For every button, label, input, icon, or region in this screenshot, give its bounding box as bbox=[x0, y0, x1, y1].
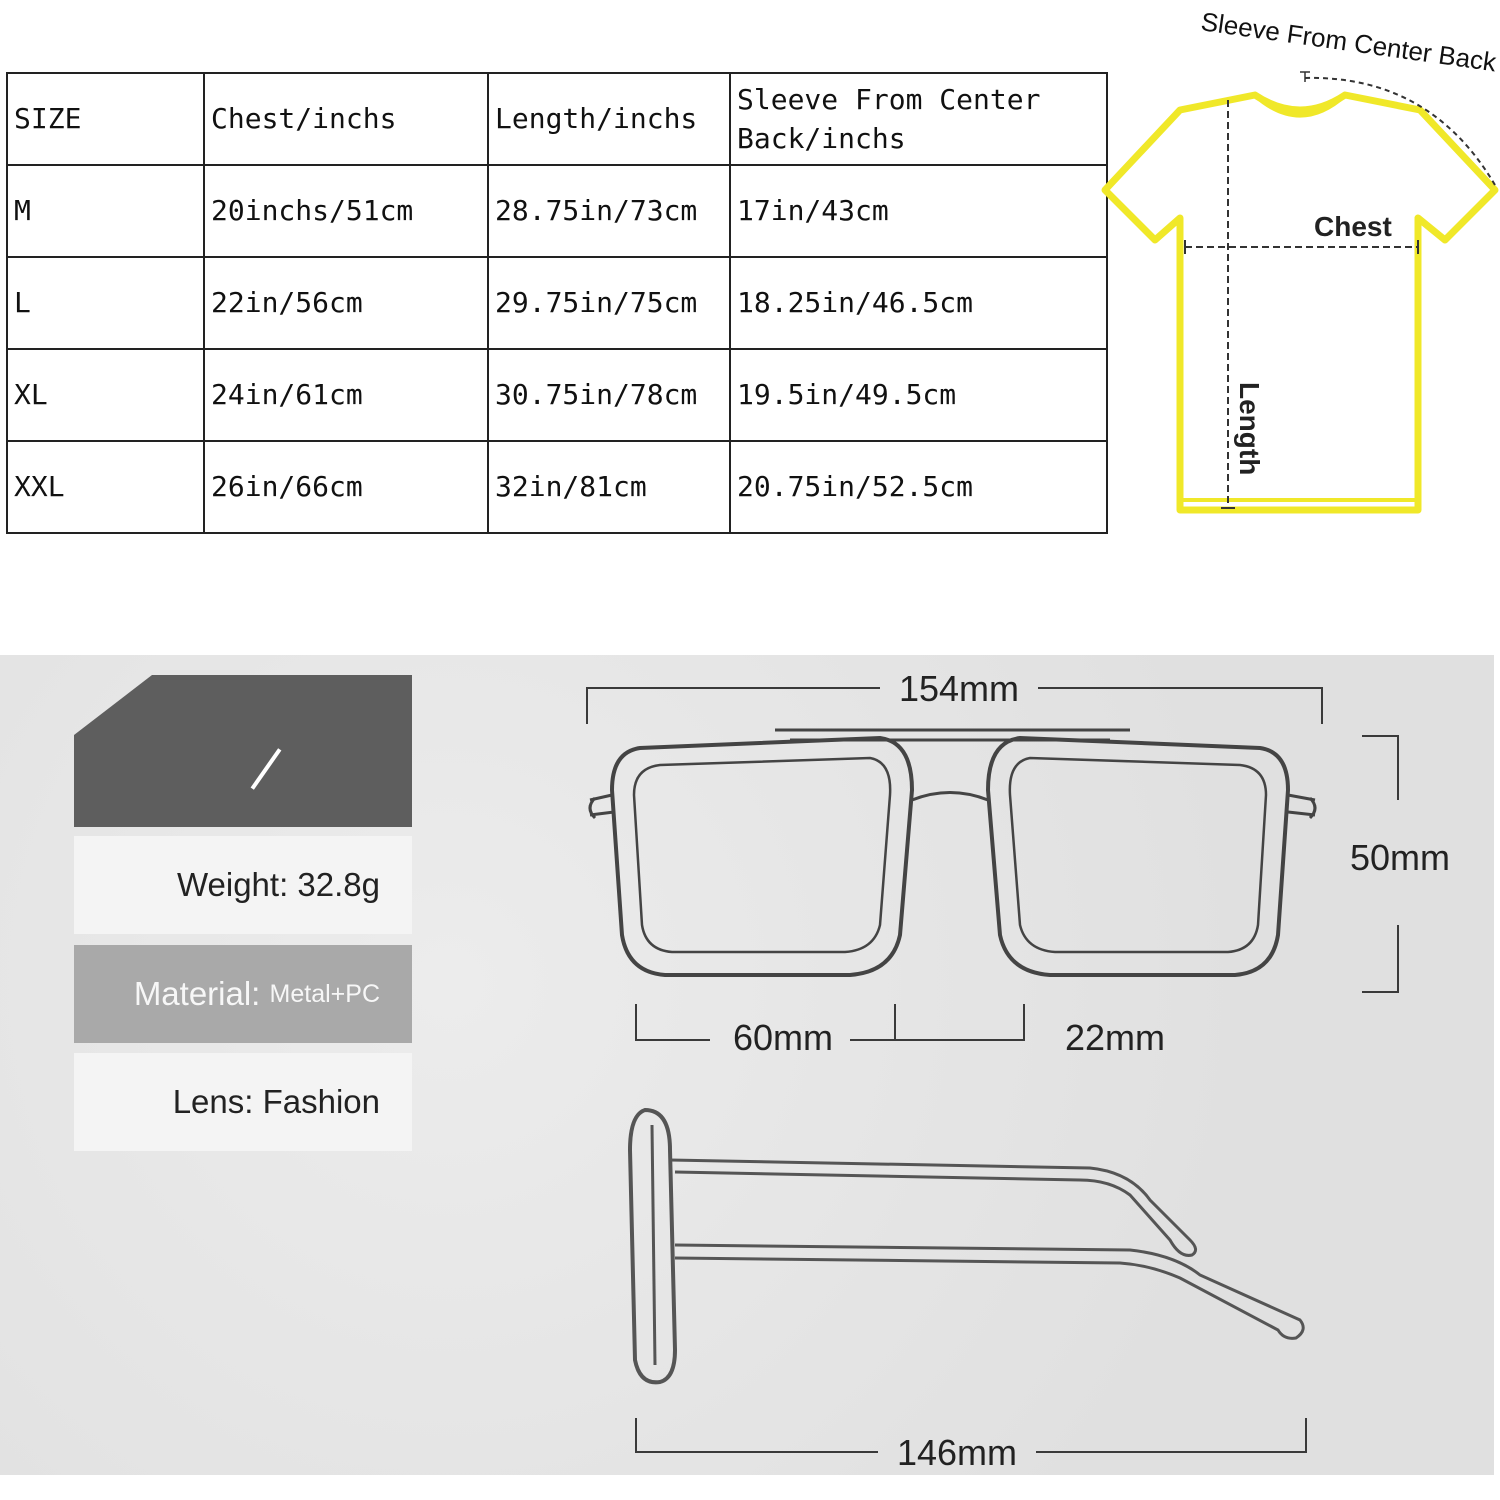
cell-length: 28.75in/73cm bbox=[487, 164, 731, 258]
temple-length-label: 146mm bbox=[897, 1432, 1017, 1473]
weight-label: Weight: bbox=[176, 866, 289, 903]
length-label: Length bbox=[1234, 382, 1265, 475]
material-value: Metal+PC bbox=[269, 979, 380, 1008]
cell-sleeve: 19.5in/49.5cm bbox=[729, 348, 1108, 442]
lens-value: Fashion bbox=[262, 1083, 380, 1120]
cell-sleeve: 20.75in/52.5cm bbox=[729, 440, 1108, 534]
glasses-side-view bbox=[627, 1107, 1305, 1385]
cell-size: XL bbox=[6, 348, 205, 442]
tshirt-outline bbox=[1101, 91, 1499, 514]
table-row: M 20inchs/51cm 28.75in/73cm 17in/43cm bbox=[6, 164, 1108, 258]
cell-chest: 24in/61cm bbox=[203, 348, 489, 442]
lens-width-label: 60mm bbox=[733, 1017, 833, 1058]
tshirt-diagram: Sleeve From Center Back Chest Length bbox=[1101, 6, 1499, 514]
total-width-measure bbox=[586, 687, 1323, 724]
cell-chest: 20inchs/51cm bbox=[203, 164, 489, 258]
weight-value: 32.8g bbox=[297, 866, 380, 903]
temple-length-measure bbox=[635, 1418, 1307, 1453]
header-sleeve: Sleeve From Center Back/inchs bbox=[729, 72, 1108, 166]
cell-length: 29.75in/75cm bbox=[487, 256, 731, 350]
spec-weight: Weight: 32.8g bbox=[74, 836, 412, 934]
glasses-front-view bbox=[588, 728, 1317, 977]
header-chest: Chest/inchs bbox=[203, 72, 489, 166]
cell-chest: 22in/56cm bbox=[203, 256, 489, 350]
cell-sleeve: 17in/43cm bbox=[729, 164, 1108, 258]
table-row: XL 24in/61cm 30.75in/78cm 19.5in/49.5cm bbox=[6, 348, 1108, 442]
table-header-row: SIZE Chest/inchs Length/inchs Sleeve Fro… bbox=[6, 72, 1108, 166]
cell-length: 32in/81cm bbox=[487, 440, 731, 534]
spec-lens: Lens: Fashion bbox=[74, 1053, 412, 1151]
sleeve-measure-line bbox=[1304, 76, 1496, 186]
header-length: Length/inchs bbox=[487, 72, 731, 166]
header-size: SIZE bbox=[6, 72, 205, 166]
lens-bridge-measure bbox=[635, 1004, 1025, 1041]
bridge-label: 22mm bbox=[1065, 1017, 1165, 1058]
cell-size: XXL bbox=[6, 440, 205, 534]
lens-height-measure bbox=[1362, 735, 1399, 993]
cell-length: 30.75in/78cm bbox=[487, 348, 731, 442]
table-row: XXL 26in/66cm 32in/81cm 20.75in/52.5cm bbox=[6, 440, 1108, 534]
glasses-diagram: 154mm 50mm 60mm 22mm 146mm bbox=[586, 668, 1450, 1473]
sleeve-label: Sleeve From Center Back bbox=[1199, 6, 1499, 77]
cell-size: M bbox=[6, 164, 205, 258]
lens-label: Lens: bbox=[172, 1083, 254, 1120]
chest-label: Chest bbox=[1314, 211, 1392, 242]
spec-material: Material: Metal+PC bbox=[74, 945, 412, 1043]
size-table: SIZE Chest/inchs Length/inchs Sleeve Fro… bbox=[6, 72, 1108, 534]
cell-chest: 26in/66cm bbox=[203, 440, 489, 534]
spec-header-banner bbox=[74, 675, 412, 827]
table-row: L 22in/56cm 29.75in/75cm 18.25in/46.5cm bbox=[6, 256, 1108, 350]
total-width-label: 154mm bbox=[899, 668, 1019, 709]
material-label: Material: bbox=[133, 975, 261, 1012]
cell-sleeve: 18.25in/46.5cm bbox=[729, 256, 1108, 350]
lens-height-label: 50mm bbox=[1350, 837, 1450, 878]
cell-size: L bbox=[6, 256, 205, 350]
